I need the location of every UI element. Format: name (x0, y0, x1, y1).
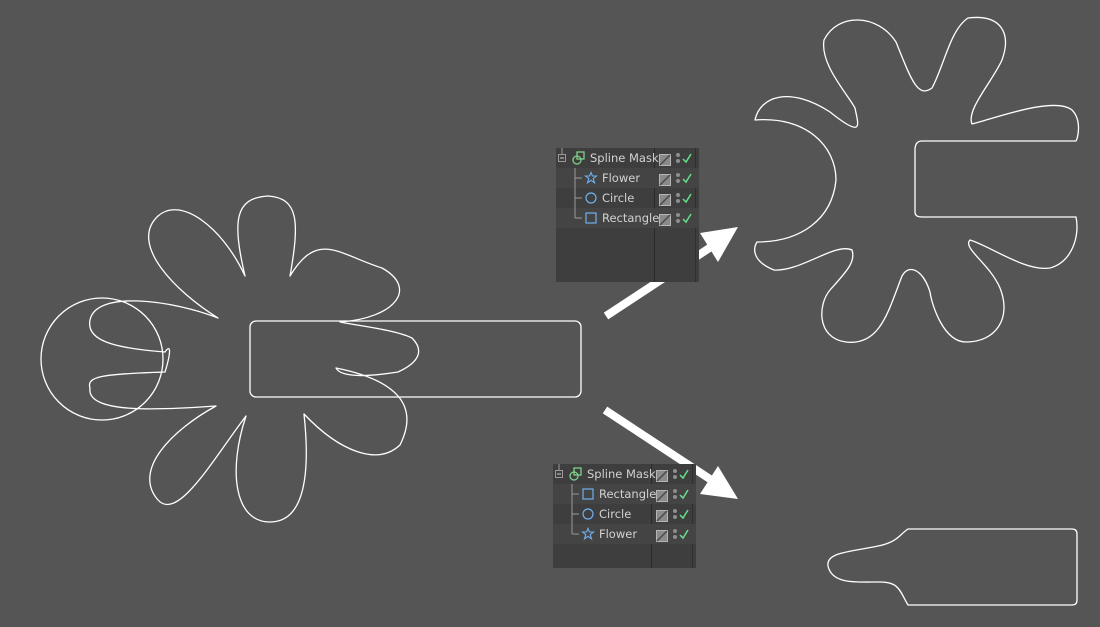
visibility-dots-icon[interactable] (675, 191, 681, 205)
object-label: Flower (599, 527, 638, 541)
visibility-dots-icon[interactable] (675, 171, 681, 185)
tree-connector (553, 504, 583, 524)
spline-mask-icon (569, 467, 583, 481)
tree-connector (556, 188, 586, 208)
object-row-spline-mask[interactable]: Spline Mask (553, 464, 696, 484)
enabled-check-icon[interactable] (678, 527, 690, 541)
object-row-circle[interactable]: Circle (553, 504, 696, 524)
visibility-dots-icon[interactable] (672, 527, 678, 541)
visibility-dots-icon[interactable] (672, 467, 678, 481)
rectangle-icon (581, 487, 595, 501)
tree-connector (553, 524, 583, 544)
visibility-dots-icon[interactable] (675, 151, 681, 165)
spline-mask-icon (572, 151, 586, 165)
layer-tag-icon[interactable] (659, 172, 671, 186)
object-label: Circle (599, 507, 632, 521)
object-label: Circle (602, 191, 635, 205)
object-row-rectangle[interactable]: Rectangle (556, 208, 699, 228)
tree-connector (556, 168, 586, 188)
circle-icon (584, 191, 598, 205)
layer-tag-icon[interactable] (659, 212, 671, 226)
enabled-check-icon[interactable] (681, 151, 693, 165)
layer-tag-icon[interactable] (656, 528, 668, 542)
object-row-rectangle[interactable]: Rectangle (553, 484, 696, 504)
object-label: Rectangle (599, 487, 657, 501)
arrow-to-bottom-result (602, 406, 738, 499)
visibility-dots-icon[interactable] (672, 487, 678, 501)
object-row-flower[interactable]: Flower (556, 168, 699, 188)
object-row-flower[interactable]: Flower (553, 524, 696, 544)
object-label: Spline Mask (590, 151, 659, 165)
layer-tag-icon[interactable] (659, 192, 671, 206)
enabled-check-icon[interactable] (678, 507, 690, 521)
object-row-spline-mask[interactable]: Spline Mask (556, 148, 699, 168)
visibility-dots-icon[interactable] (675, 211, 681, 225)
enabled-check-icon[interactable] (678, 467, 690, 481)
layer-tag-icon[interactable] (656, 488, 668, 502)
enabled-check-icon[interactable] (681, 211, 693, 225)
enabled-check-icon[interactable] (678, 487, 690, 501)
tree-connector (556, 208, 586, 228)
object-label: Spline Mask (587, 467, 656, 481)
circle-spline (40, 297, 164, 421)
rectangle-spline (249, 320, 582, 398)
flower-spline (88, 195, 420, 523)
layer-tag-icon[interactable] (656, 468, 668, 482)
tree-connector (553, 484, 583, 504)
object-row-circle[interactable]: Circle (556, 188, 699, 208)
circle-icon (581, 507, 595, 521)
result-top-shape (754, 16, 1080, 343)
tree-connector (556, 148, 586, 168)
flower-icon (580, 527, 596, 541)
object-label: Rectangle (602, 211, 660, 225)
result-bottom-shape (827, 528, 1078, 606)
layer-tag-icon[interactable] (659, 152, 671, 166)
visibility-dots-icon[interactable] (672, 507, 678, 521)
tree-connector (553, 464, 583, 484)
object-label: Flower (602, 171, 641, 185)
flower-icon (583, 171, 599, 185)
rectangle-icon (584, 211, 598, 225)
enabled-check-icon[interactable] (681, 171, 693, 185)
layer-tag-icon[interactable] (656, 508, 668, 522)
enabled-check-icon[interactable] (681, 191, 693, 205)
